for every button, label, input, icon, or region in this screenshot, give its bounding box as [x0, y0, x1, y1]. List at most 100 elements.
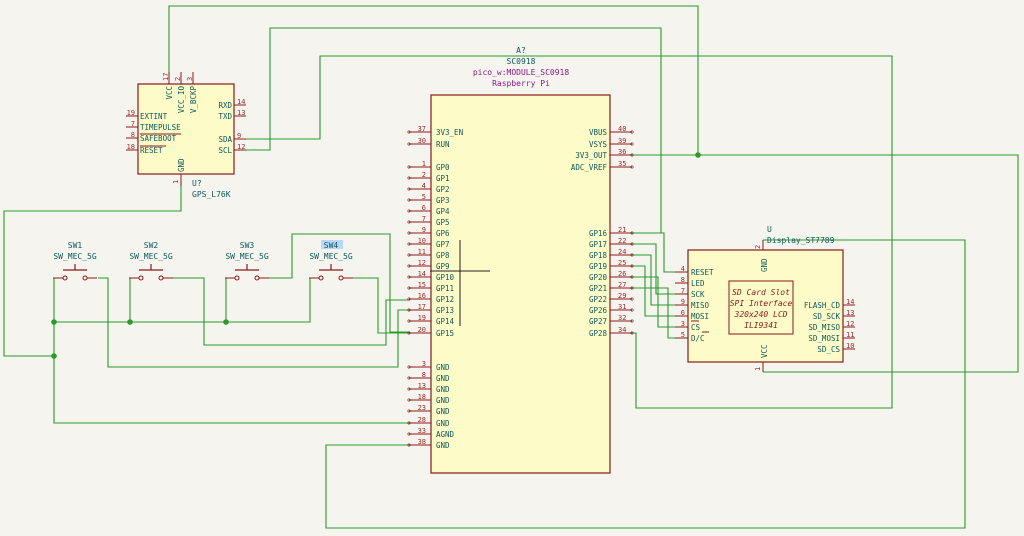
mcu-pin-num: 1: [422, 160, 426, 168]
pin-end: [630, 308, 634, 312]
switch-contact: [82, 275, 88, 281]
mcu-pin-num: 12: [418, 259, 426, 267]
pin-end: [630, 264, 634, 268]
wire-gnd-bus[interactable]: [53, 278, 410, 424]
wire-gp19-mosi[interactable]: [630, 265, 675, 317]
wire-scl[interactable]: [234, 27, 662, 234]
display-inner-box: [728, 280, 794, 335]
pin-end: [407, 220, 411, 224]
wire-sw2-gp[interactable]: [172, 277, 410, 346]
mcu-manufacturer: Raspberry Pi: [492, 79, 550, 88]
mcu-pin-name: GP12: [436, 295, 454, 304]
wire-junction: [127, 319, 133, 325]
mcu-pin-num: 23: [418, 404, 426, 412]
mcu-pin-num: 36: [618, 148, 626, 156]
gps-pin-name: SAFEBOOT: [140, 134, 177, 143]
gps-pin-num: 13: [237, 109, 245, 117]
wire-gp21-dc[interactable]: [630, 287, 675, 339]
mcu-pin-name: GP16: [589, 229, 608, 238]
mcu-pin-num: 9: [422, 226, 426, 234]
mcu-pin-name: ADC_VREF: [571, 163, 608, 172]
display-inner-text: SD Card Slot: [732, 288, 790, 297]
pin-end: [407, 409, 411, 413]
pin-end: [630, 319, 634, 323]
mcu-pin-num: 8: [422, 371, 426, 379]
mcu-pin-name: GND: [436, 441, 450, 450]
gps-body: [137, 83, 235, 175]
gps-symbol[interactable]: VCC17VCC_IO2V_BCKP3EXTINT19TIMEPULSE7SAF…: [126, 72, 246, 199]
mcu-pin-num: 29: [618, 292, 626, 300]
display-pin-name: SCK: [691, 290, 705, 299]
gps-pin-num: 1: [172, 180, 180, 184]
wire-sw1-gp[interactable]: [98, 277, 410, 368]
switches: SW1SW_MEC_5GSW2SW_MEC_5GSW3SW_MEC_5GSW4S…: [53, 240, 353, 281]
switch-ref: SW2: [144, 241, 159, 250]
display-pin-num: 11: [846, 331, 854, 339]
display-pin-num: 7: [681, 287, 685, 295]
display-pin-name: VCC: [760, 344, 769, 358]
gps-pin-name: GND: [177, 158, 186, 172]
pin-end: [407, 398, 411, 402]
pin-end: [407, 286, 411, 290]
wire-sw4-gp[interactable]: [350, 277, 410, 334]
mcu-pin-name: GND: [436, 419, 450, 428]
display-pin-num: 1: [754, 367, 762, 371]
wire-sw3-gp[interactable]: [262, 233, 410, 333]
mcu-pin-name: GP28: [589, 329, 608, 338]
pin-end: [407, 275, 411, 279]
pin-end: [407, 231, 411, 235]
wire-sda[interactable]: [234, 55, 893, 409]
pin-end: [407, 242, 411, 246]
mcu-pin-name: GND: [436, 407, 450, 416]
pin-end: [407, 165, 411, 169]
mcu-pin-num: 25: [618, 259, 626, 267]
gps-pin-num: 19: [127, 109, 135, 117]
wire-gnd-display[interactable]: [325, 239, 966, 529]
switch-contact: [318, 275, 324, 281]
display-pin-name: LED: [691, 279, 705, 288]
crosshair-cursor: [430, 240, 490, 326]
gps-pin-name: VCC: [165, 86, 174, 100]
wire-gnd-row[interactable]: [54, 278, 311, 323]
display-pin-name: GND: [760, 258, 769, 272]
display-pin-num: 3: [681, 320, 685, 328]
switch-contact: [234, 275, 240, 281]
pin-end: [407, 253, 411, 257]
mcu-pin-num: 40: [618, 125, 626, 133]
mcu-pin-name: GP26: [589, 306, 608, 315]
selection-highlight: [321, 240, 343, 249]
display-pin-num: 8: [681, 276, 685, 284]
display-inner-text: SPI Interface: [730, 299, 793, 308]
wire-gp16-reset[interactable]: [661, 232, 675, 273]
pin-end: [407, 264, 411, 268]
pin-end: [407, 308, 411, 312]
mcu-pin-name: GP5: [436, 218, 450, 227]
mcu-pin-name: GP18: [589, 251, 608, 260]
mcu-pin-num: 38: [418, 438, 426, 446]
wire-gp20-cs[interactable]: [630, 276, 675, 328]
mcu-pin-num: 28: [418, 416, 426, 424]
switch-value: SW_MEC_5G: [309, 252, 353, 261]
mcu-pin-num: 3: [422, 360, 426, 368]
pin-end: [407, 319, 411, 323]
pin-end: [630, 297, 634, 301]
pin-end: [407, 421, 411, 425]
wire-gps-gnd[interactable]: [3, 182, 182, 357]
mcu-pin-name: GP4: [436, 207, 450, 216]
mcu-pin-num: 35: [618, 160, 626, 168]
mcu-pin-num: 10: [418, 237, 426, 245]
display-symbol[interactable]: UDisplay_ST7789GND2VCC1RESET4LED8SCK7MIS…: [675, 225, 855, 372]
wire-gps-vcc[interactable]: [168, 5, 699, 155]
wire-gp17-led[interactable]: [630, 243, 675, 295]
wire-3v3-out[interactable]: [630, 154, 1019, 373]
display-pin-name: D/C: [691, 334, 705, 343]
wire-gp18-sck[interactable]: [630, 254, 675, 306]
mcu-pin-name: GP21: [589, 284, 607, 293]
switch-contact: [138, 275, 144, 281]
